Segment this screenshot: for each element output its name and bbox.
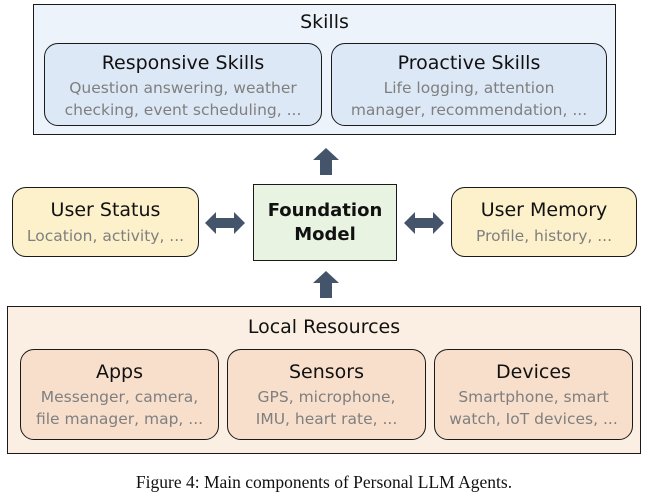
- sensors-desc-line2: IMU, heart rate, ...: [255, 410, 398, 428]
- figure-caption: Figure 4: Main components of Personal LL…: [135, 472, 513, 492]
- responsive-skills-desc-line1: Question answering, weather: [69, 79, 297, 97]
- foundation-model-box: Foundation Model: [253, 184, 397, 261]
- proactive-skills-desc-line1: Life logging, attention: [383, 79, 555, 97]
- devices-card: Devices Smartphone, smart watch, IoT dev…: [434, 349, 633, 440]
- arrow-up-to-foundation-icon: [313, 271, 339, 298]
- devices-desc-line1: Smartphone, smart: [458, 388, 609, 406]
- user-status-card: User Status Location, activity, ...: [12, 187, 199, 257]
- user-memory-desc: Profile, history, ...: [476, 227, 612, 245]
- sensors-title: Sensors: [288, 361, 365, 383]
- user-memory-title: User Memory: [480, 199, 608, 221]
- skills-section: Skills Responsive Skills Question answer…: [33, 4, 616, 135]
- devices-title: Devices: [496, 361, 571, 383]
- proactive-skills-title: Proactive Skills: [397, 52, 541, 74]
- devices-desc-line2: watch, IoT devices, ...: [449, 410, 618, 428]
- local-resources-title: Local Resources: [247, 316, 401, 338]
- user-status-desc: Location, activity, ...: [26, 227, 185, 245]
- responsive-skills-card: Responsive Skills Question answering, we…: [44, 43, 322, 126]
- arrow-up-to-skills-icon: [313, 148, 339, 175]
- responsive-skills-title: Responsive Skills: [101, 52, 265, 74]
- proactive-skills-desc-line2: manager, recommendation, ...: [350, 101, 588, 119]
- skills-section-title: Skills: [300, 11, 349, 33]
- foundation-model-label: Foundation Model: [267, 199, 383, 245]
- proactive-skills-card: Proactive Skills Life logging, attention…: [331, 43, 607, 126]
- responsive-skills-desc-line2: checking, event scheduling, ...: [64, 101, 302, 119]
- sensors-desc-line1: GPS, microphone,: [257, 388, 396, 406]
- user-memory-card: User Memory Profile, history, ...: [451, 187, 637, 257]
- arrow-bidirectional-left-icon: [205, 211, 245, 235]
- user-status-title: User Status: [50, 199, 161, 221]
- local-resources-section: Local Resources Apps Messenger, camera, …: [7, 306, 641, 454]
- apps-title: Apps: [95, 361, 144, 383]
- apps-card: Apps Messenger, camera, file manager, ma…: [20, 349, 219, 440]
- apps-desc-line2: file manager, map, ...: [35, 410, 204, 428]
- apps-desc-line1: Messenger, camera,: [40, 388, 199, 406]
- sensors-card: Sensors GPS, microphone, IMU, heart rate…: [227, 349, 426, 440]
- arrow-bidirectional-right-icon: [404, 211, 444, 235]
